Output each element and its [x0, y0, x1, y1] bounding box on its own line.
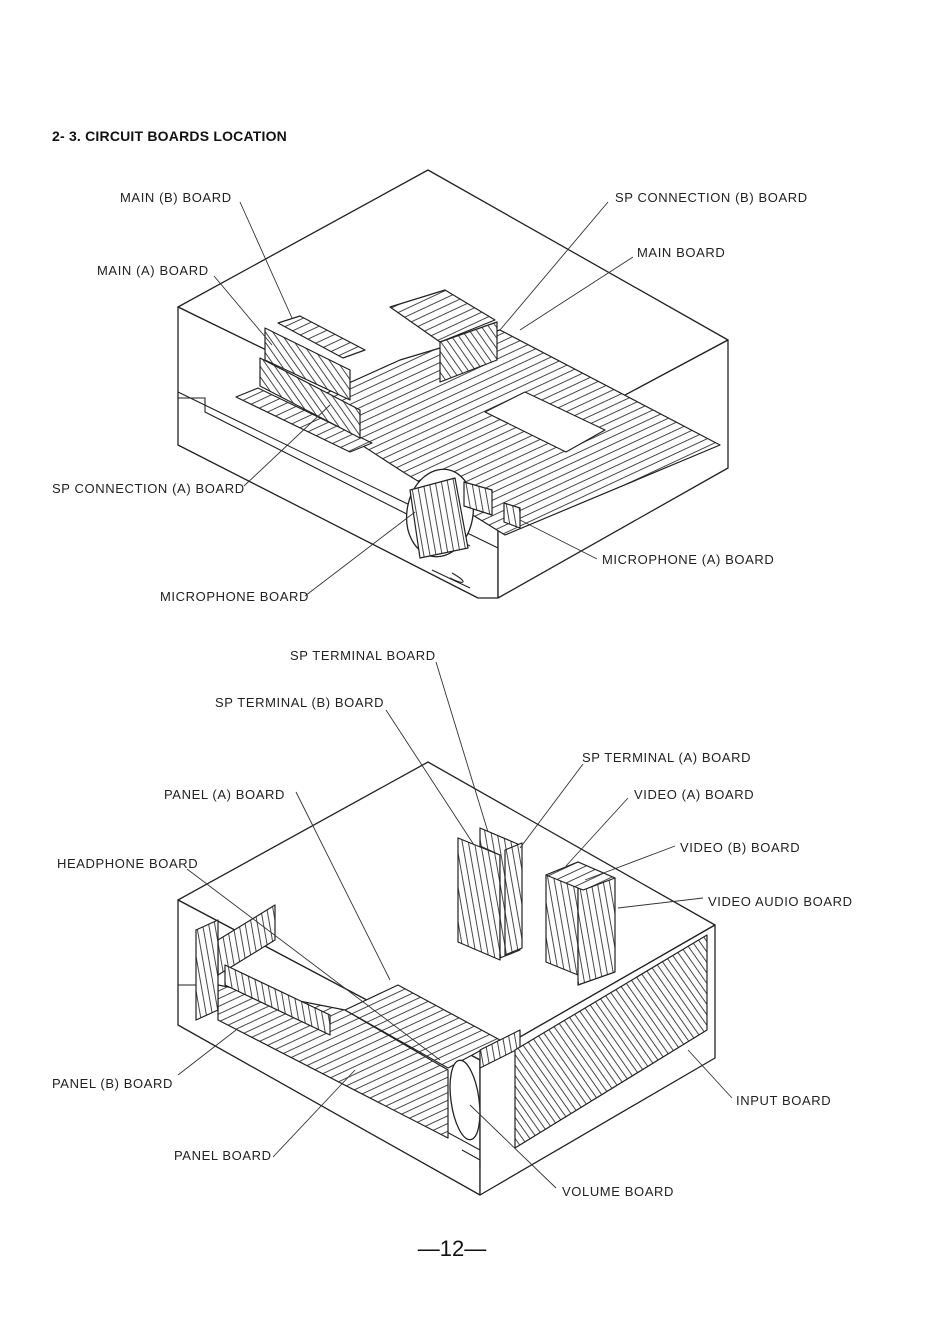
label-panel-board: PANEL BOARD: [174, 1148, 272, 1163]
main-board: [299, 329, 721, 536]
section-title: 2- 3. CIRCUIT BOARDS LOCATION: [52, 128, 287, 144]
bottom-chassis-diagram: [177, 761, 716, 1196]
label-sp-terminal-a-board: SP TERMINAL (A) BOARD: [582, 750, 751, 765]
panel-board: [217, 984, 449, 1139]
microphone-a-board: [463, 481, 493, 516]
label-video-audio-board: VIDEO AUDIO BOARD: [708, 894, 853, 909]
label-sp-connection-b-board: SP CONNECTION (B) BOARD: [615, 190, 808, 205]
sp-terminal-b-board: [457, 837, 501, 961]
microphone-board: [409, 477, 469, 559]
label-microphone-board: MICROPHONE BOARD: [160, 589, 309, 604]
label-input-board: INPUT BOARD: [736, 1093, 831, 1108]
microphone-a-board-2: [503, 502, 521, 529]
top-chassis-diagram: [177, 169, 729, 599]
sp-connection-b-board: [389, 289, 496, 343]
label-main-board: MAIN BOARD: [637, 245, 725, 260]
label-main-a-board: MAIN (A) BOARD: [97, 263, 209, 278]
label-sp-terminal-b-board: SP TERMINAL (B) BOARD: [215, 695, 384, 710]
label-volume-board: VOLUME BOARD: [562, 1184, 674, 1199]
main-board-cutout: [484, 391, 606, 453]
label-video-a-board: VIDEO (A) BOARD: [634, 787, 754, 802]
label-microphone-a-board: MICROPHONE (A) BOARD: [602, 552, 774, 567]
volume-board-ring: [449, 1059, 481, 1141]
sp-connection-a-board: [235, 387, 373, 453]
label-video-b-board: VIDEO (B) BOARD: [680, 840, 800, 855]
sp-connection-a-wall: [259, 357, 361, 439]
label-main-b-board: MAIN (B) BOARD: [120, 190, 232, 205]
main-a-board: [264, 327, 351, 401]
input-board: [514, 934, 708, 1149]
headphone-board: [195, 919, 219, 1021]
video-audio-board: [545, 861, 616, 891]
panel-board-inner-wall: [224, 964, 331, 1036]
label-headphone-board: HEADPHONE BOARD: [57, 856, 198, 871]
main-b-board: [277, 315, 366, 359]
label-sp-terminal-board: SP TERMINAL BOARD: [290, 648, 436, 663]
label-panel-a-board: PANEL (A) BOARD: [164, 787, 285, 802]
bottom-leader-lines: [177, 661, 733, 1189]
label-sp-connection-a-board: SP CONNECTION (A) BOARD: [52, 481, 245, 496]
sp-connection-b-wall: [439, 321, 498, 383]
top-leader-lines: [213, 201, 634, 597]
page-number: —12—: [418, 1236, 486, 1261]
label-panel-b-board: PANEL (B) BOARD: [52, 1076, 173, 1091]
sp-terminal-a-board: [504, 842, 523, 956]
